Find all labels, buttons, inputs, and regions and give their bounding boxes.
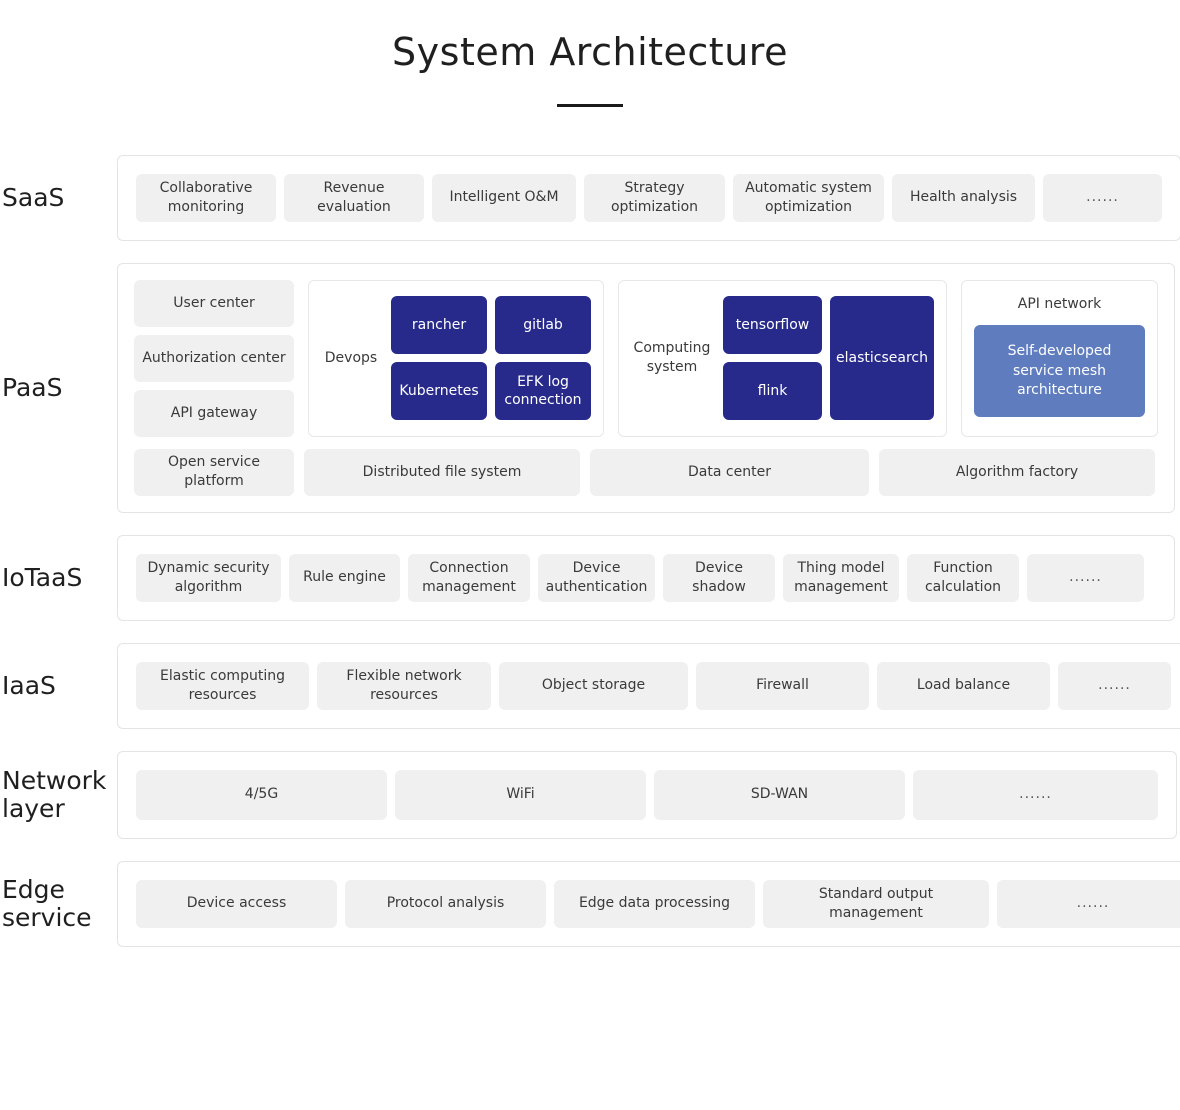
layer-edge: Edge service Device access Protocol anal… xyxy=(0,861,1180,947)
group-devops: Devops rancher gitlab Kubernetes EFK log… xyxy=(308,280,604,437)
layer-iotaas: IoTaaS Dynamic security algorithm Rule e… xyxy=(0,535,1180,621)
iaas-chip-row: Elastic computing resources Flexible net… xyxy=(118,644,1180,728)
group-label-devops: Devops xyxy=(321,349,391,368)
chip-function-calculation[interactable]: Function calculation xyxy=(907,554,1019,602)
chip-network-more[interactable]: ...... xyxy=(913,770,1158,820)
group-computing-system: Computing system tensorflow elasticsearc… xyxy=(618,280,947,437)
chip-collaborative-monitoring[interactable]: Collaborative monitoring xyxy=(136,174,276,222)
layer-paas: PaaS User center Authorization center AP… xyxy=(0,263,1180,513)
chip-device-authentication[interactable]: Device authentication xyxy=(538,554,655,602)
chip-automatic-system-optimization[interactable]: Automatic system optimization xyxy=(733,174,884,222)
chip-elastic-computing-resources[interactable]: Elastic computing resources xyxy=(136,662,309,710)
chip-iaas-more[interactable]: ...... xyxy=(1058,662,1171,710)
chip-health-analysis[interactable]: Health analysis xyxy=(892,174,1035,222)
paas-left-column: User center Authorization center API gat… xyxy=(134,280,294,437)
devops-tile-grid: rancher gitlab Kubernetes EFK log connec… xyxy=(391,296,591,420)
chip-device-shadow[interactable]: Device shadow xyxy=(663,554,775,602)
chip-wifi[interactable]: WiFi xyxy=(395,770,646,820)
chip-4-5g[interactable]: 4/5G xyxy=(136,770,387,820)
computing-tile-grid: tensorflow elasticsearch flink xyxy=(723,296,934,420)
tile-efk-log-connection[interactable]: EFK log connection xyxy=(495,362,591,420)
layer-iaas: IaaS Elastic computing resources Flexibl… xyxy=(0,643,1180,729)
chip-strategy-optimization[interactable]: Strategy optimization xyxy=(584,174,725,222)
chip-dynamic-security-algorithm[interactable]: Dynamic security algorithm xyxy=(136,554,281,602)
chip-saas-more[interactable]: ...... xyxy=(1043,174,1162,222)
tile-gitlab[interactable]: gitlab xyxy=(495,296,591,354)
edge-chip-row: Device access Protocol analysis Edge dat… xyxy=(118,862,1180,946)
tile-elasticsearch[interactable]: elasticsearch xyxy=(830,296,934,420)
layer-body-paas: User center Authorization center API gat… xyxy=(117,263,1175,513)
chip-user-center[interactable]: User center xyxy=(134,280,294,327)
layer-body-iaas: Elastic computing resources Flexible net… xyxy=(117,643,1180,729)
group-label-computing-system: Computing system xyxy=(631,339,723,377)
layer-label-paas: PaaS xyxy=(0,374,117,402)
chip-distributed-file-system[interactable]: Distributed file system xyxy=(304,449,580,496)
chip-data-center[interactable]: Data center xyxy=(590,449,869,496)
chip-authorization-center[interactable]: Authorization center xyxy=(134,335,294,382)
paas-top-section: User center Authorization center API gat… xyxy=(134,280,1158,437)
chip-edge-more[interactable]: ...... xyxy=(997,880,1180,928)
chip-flexible-network-resources[interactable]: Flexible network resources xyxy=(317,662,491,710)
chip-device-access[interactable]: Device access xyxy=(136,880,337,928)
layer-label-saas: SaaS xyxy=(0,184,117,212)
chip-iotaas-more[interactable]: ...... xyxy=(1027,554,1144,602)
layer-body-iotaas: Dynamic security algorithm Rule engine C… xyxy=(117,535,1175,621)
chip-intelligent-om[interactable]: Intelligent O&M xyxy=(432,174,576,222)
layer-body-network: 4/5G WiFi SD-WAN ...... xyxy=(117,751,1177,839)
iotaas-chip-row: Dynamic security algorithm Rule engine C… xyxy=(118,536,1174,620)
layer-body-edge: Device access Protocol analysis Edge dat… xyxy=(117,861,1180,947)
layer-saas: SaaS Collaborative monitoring Revenue ev… xyxy=(0,155,1180,241)
chip-firewall[interactable]: Firewall xyxy=(696,662,869,710)
network-chip-row: 4/5G WiFi SD-WAN ...... xyxy=(118,752,1176,838)
tile-kubernetes[interactable]: Kubernetes xyxy=(391,362,487,420)
chip-thing-model-management[interactable]: Thing model management xyxy=(783,554,899,602)
chip-object-storage[interactable]: Object storage xyxy=(499,662,688,710)
saas-chip-row: Collaborative monitoring Revenue evaluat… xyxy=(118,156,1180,240)
chip-edge-data-processing[interactable]: Edge data processing xyxy=(554,880,755,928)
group-label-api-network: API network xyxy=(974,295,1145,314)
title-underline-divider xyxy=(557,104,623,107)
chip-load-balance[interactable]: Load balance xyxy=(877,662,1050,710)
paas-bottom-row: Open service platform Distributed file s… xyxy=(134,449,1158,496)
chip-revenue-evaluation[interactable]: Revenue evaluation xyxy=(284,174,424,222)
chip-sd-wan[interactable]: SD-WAN xyxy=(654,770,905,820)
tile-flink[interactable]: flink xyxy=(723,362,822,420)
layer-label-iotaas: IoTaaS xyxy=(0,564,117,592)
chip-rule-engine[interactable]: Rule engine xyxy=(289,554,400,602)
layer-label-iaas: IaaS xyxy=(0,672,117,700)
tile-self-developed-service-mesh[interactable]: Self-developed service mesh architecture xyxy=(974,325,1145,417)
architecture-layers: SaaS Collaborative monitoring Revenue ev… xyxy=(0,155,1180,947)
layer-label-network: Network layer xyxy=(0,767,117,823)
chip-connection-management[interactable]: Connection management xyxy=(408,554,530,602)
title-block: System Architecture xyxy=(0,0,1180,107)
chip-protocol-analysis[interactable]: Protocol analysis xyxy=(345,880,546,928)
layer-network: Network layer 4/5G WiFi SD-WAN ...... xyxy=(0,751,1180,839)
group-api-network: API network Self-developed service mesh … xyxy=(961,280,1158,437)
chip-standard-output-management[interactable]: Standard output management xyxy=(763,880,989,928)
tile-rancher[interactable]: rancher xyxy=(391,296,487,354)
chip-algorithm-factory[interactable]: Algorithm factory xyxy=(879,449,1155,496)
layer-label-edge: Edge service xyxy=(0,876,117,932)
layer-body-saas: Collaborative monitoring Revenue evaluat… xyxy=(117,155,1180,241)
chip-open-service-platform[interactable]: Open service platform xyxy=(134,449,294,496)
chip-api-gateway[interactable]: API gateway xyxy=(134,390,294,437)
page-title: System Architecture xyxy=(0,30,1180,76)
tile-tensorflow[interactable]: tensorflow xyxy=(723,296,822,354)
